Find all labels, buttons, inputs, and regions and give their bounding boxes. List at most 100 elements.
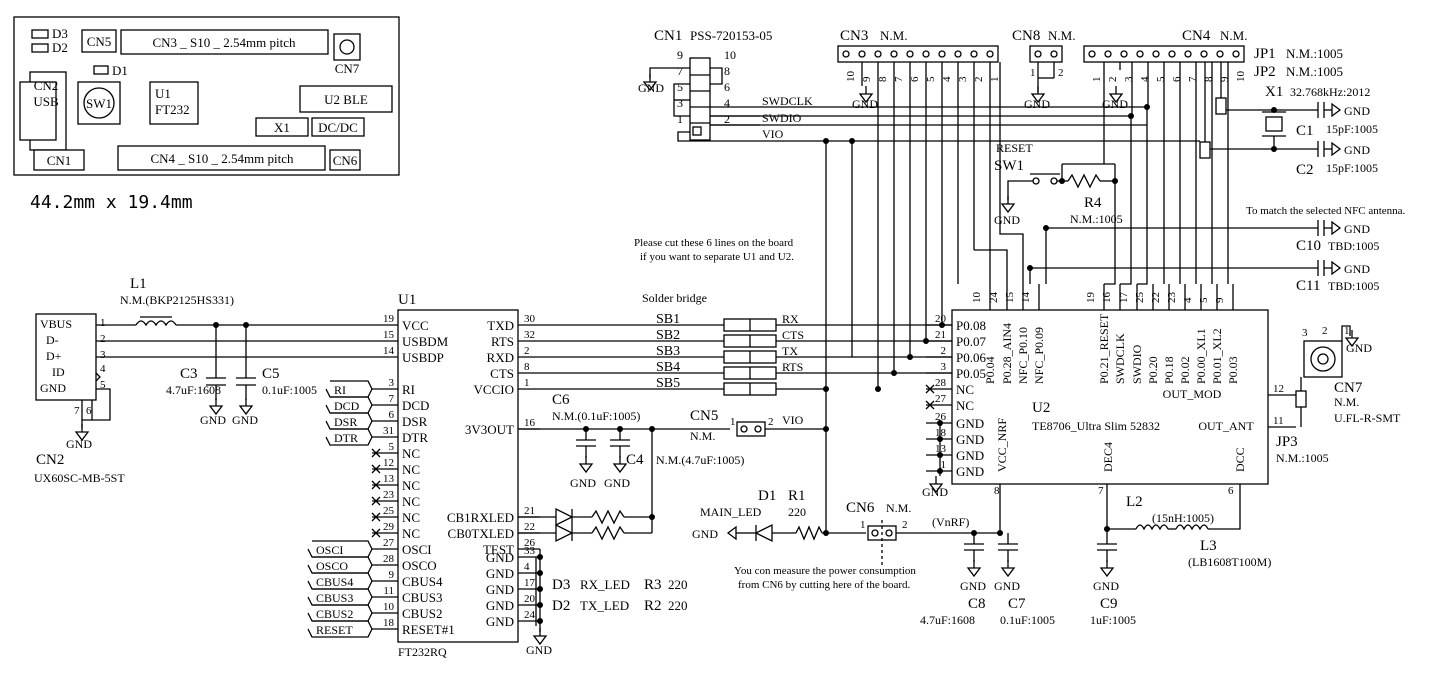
u1-pin-number: 3 xyxy=(389,377,395,389)
svg-text:15pF:1005: 15pF:1005 xyxy=(1326,122,1378,136)
net-flag xyxy=(307,572,373,590)
u1-pin-name: CBUS2 xyxy=(402,606,442,621)
u1-pin-number: 20 xyxy=(524,593,536,605)
svg-text:(VnRF): (VnRF) xyxy=(932,515,969,529)
cn6-ref: CN6 xyxy=(846,500,875,516)
cn1-part: PSS-720153-05 xyxy=(690,28,772,43)
u1-pin-name: GND xyxy=(486,550,514,565)
usb-input-section: L1 N.M.(BKP2125HS331) VBUS D- D+ ID GND … xyxy=(34,276,372,485)
cn4-pin xyxy=(1168,50,1176,58)
svg-text:ID: ID xyxy=(52,365,65,379)
u1-pin-number: 6 xyxy=(389,409,395,421)
svg-text:GND: GND xyxy=(200,413,226,427)
u2-pin-name: P0.01_XL2 xyxy=(1210,328,1224,384)
u2-pin-name: P0.00_XL1 xyxy=(1194,328,1208,384)
svg-text:D-: D- xyxy=(46,333,59,347)
c4-ref: C4 xyxy=(626,452,644,468)
u1-pin-number: 10 xyxy=(383,601,395,613)
l1-value: N.M.(BKP2125HS331) xyxy=(120,293,234,307)
svg-text:GND: GND xyxy=(1102,97,1128,111)
layout-u2: U2 BLE xyxy=(324,92,368,107)
cn3-pin-number: 5 xyxy=(925,76,937,82)
u1-pin-number: 21 xyxy=(524,505,535,517)
layout-cn4: CN4 _ S10 _ 2.54mm pitch xyxy=(150,151,294,166)
r4-ref: R4 xyxy=(1084,195,1102,211)
svg-text:3: 3 xyxy=(1302,327,1308,339)
u1-part: FT232RQ xyxy=(398,645,447,659)
u1-pin-name: GND xyxy=(486,614,514,629)
c8-ref: C8 xyxy=(968,596,986,612)
svg-text:1: 1 xyxy=(1344,325,1350,337)
svg-text:GND: GND xyxy=(1024,97,1050,111)
cn7-part: U.FL-R-SMT xyxy=(1334,411,1401,425)
svg-text:2: 2 xyxy=(1322,325,1328,337)
cn3-pin-number: 8 xyxy=(877,76,889,82)
svg-text:C1: C1 xyxy=(1296,123,1314,139)
u2-pin-name: SWDCLK xyxy=(1113,333,1127,384)
svg-text:OUT_ANT: OUT_ANT xyxy=(1198,419,1254,433)
svg-text:7: 7 xyxy=(74,405,80,417)
svg-text:11: 11 xyxy=(1273,415,1284,427)
r1-ref: R1 xyxy=(788,488,806,504)
layout-dcdc: DC/DC xyxy=(318,120,358,135)
bus-wire xyxy=(999,62,1024,284)
u1-pin-name: CBUS4 xyxy=(402,574,443,589)
cn7-antenna: 3 2 1 GND CN7 N.M. U.FL-R-SMT JP3 N.M.:1… xyxy=(1276,325,1401,465)
u1-pin-number: 8 xyxy=(524,361,530,373)
u1-pin-number: 1 xyxy=(524,377,530,389)
c8-value: 4.7uF:1608 xyxy=(920,613,975,627)
net-flag-label: CBUS2 xyxy=(316,607,353,621)
svg-text:3: 3 xyxy=(100,349,106,361)
svg-text:TBD:1005: TBD:1005 xyxy=(1328,279,1379,293)
u1-pin-name: RESET#1 xyxy=(402,622,455,637)
c7-value: 0.1uF:1005 xyxy=(1000,613,1055,627)
cn3-value: N.M. xyxy=(880,28,907,43)
svg-text:4: 4 xyxy=(724,96,730,110)
cn1-ref: CN1 xyxy=(654,28,682,44)
u2-pin-number: 18 xyxy=(935,427,947,439)
u1-pin-number: 18 xyxy=(383,617,395,629)
cn4-pin xyxy=(1216,50,1224,58)
u1-pin-number: 17 xyxy=(524,577,536,589)
junction-dot xyxy=(939,322,945,328)
board-layout-preview: D3 D2 CN5 CN3 _ S10 _ 2.54mm pitch CN7 C… xyxy=(13,16,400,213)
svg-text:10: 10 xyxy=(724,48,736,62)
layout-usb: USB xyxy=(33,94,59,109)
svg-text:2: 2 xyxy=(768,416,774,428)
layout-u1: U1 xyxy=(155,86,171,101)
net-label: RX xyxy=(782,312,799,326)
u1-pin-number: 32 xyxy=(524,329,535,341)
u2-pin-name: P0.02 xyxy=(1178,356,1192,384)
cn3-pin xyxy=(858,50,866,58)
u1-pin-name: RXD xyxy=(487,350,514,365)
u2-pin-number: 1 xyxy=(941,459,947,471)
cn4-pin-number: 10 xyxy=(1235,71,1247,83)
solder-bridge-label: SB1 xyxy=(656,312,680,327)
cn4-pin xyxy=(1136,50,1144,58)
svg-text:from CN6 by cutting here of th: from CN6 by cutting here of the board. xyxy=(738,579,911,591)
svg-text:GND: GND xyxy=(604,476,630,490)
svg-text:GND: GND xyxy=(1093,579,1119,593)
svg-text:8: 8 xyxy=(724,64,730,78)
l2-value: (15nH:1005) xyxy=(1152,511,1214,525)
u1-pin-number: 12 xyxy=(383,457,394,469)
net-flag-label: DCD xyxy=(334,399,360,413)
u1-pin-number: 13 xyxy=(383,473,395,485)
c3-value: 4.7uF:1608 xyxy=(166,383,221,397)
cn3-pin xyxy=(874,50,882,58)
u1-pin-number: 2 xyxy=(524,345,530,357)
u2-pin-number: 14 xyxy=(1020,292,1032,304)
x1-value: 32.768kHz:2012 xyxy=(1290,85,1370,99)
u1-pin-number: 14 xyxy=(383,345,395,357)
u1-pin-number: 19 xyxy=(383,313,395,325)
solder-bridge-label: SB3 xyxy=(656,344,680,359)
u1-pin-number: 25 xyxy=(383,505,395,517)
net-flag-label: DSR xyxy=(334,415,357,429)
cn2-ref: CN2 xyxy=(36,452,64,468)
cn2-part: UX60SC-MB-5ST xyxy=(34,471,125,485)
svg-text:9: 9 xyxy=(677,48,683,62)
bus-wire xyxy=(1120,116,1132,285)
d1-name: MAIN_LED xyxy=(700,505,762,519)
cn3-pin-number: 10 xyxy=(845,71,857,83)
layout-d3: D3 xyxy=(52,26,68,41)
